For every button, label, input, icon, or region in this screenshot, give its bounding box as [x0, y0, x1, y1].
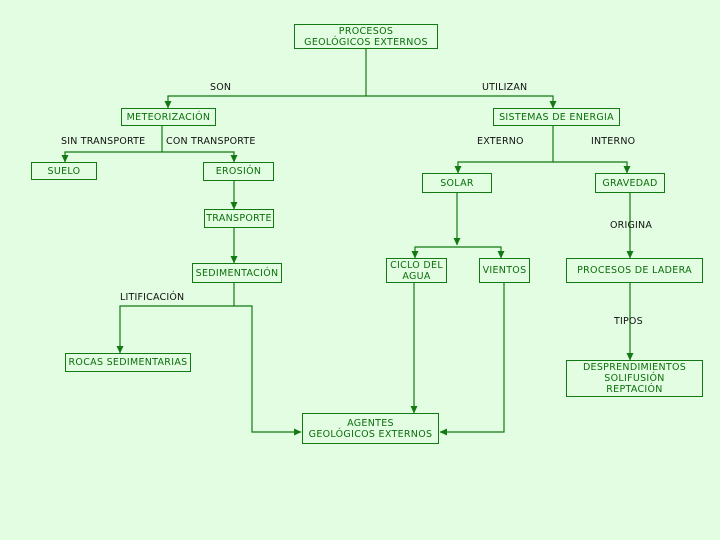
node-text-line: PROCESOS [338, 25, 394, 37]
edge-label-son: SON [210, 82, 232, 93]
connector-solar-vientos [457, 246, 505, 259]
connector-sin-transporte [61, 151, 162, 163]
edge-label-sin-transporte: SIN TRANSPORTE [61, 136, 146, 147]
node-transporte: TRANSPORTE [204, 209, 274, 228]
node-text-line: SISTEMAS DE ENERGIA [499, 111, 614, 123]
connector-son [164, 95, 366, 109]
connector-externo [454, 161, 553, 174]
node-text-line: SUELO [47, 165, 81, 177]
edge-label-tipos: TIPOS [614, 316, 643, 327]
edge-label-litificacion: LITIFICACIÓN [120, 292, 185, 303]
node-text-line: CICLO DEL [390, 259, 443, 271]
node-ciclo-del-agua: CICLO DEL AGUA [386, 258, 447, 283]
node-suelo: SUELO [31, 162, 97, 180]
node-text-line: METEORIZACIÓN [126, 111, 211, 123]
node-erosion: EROSIÓN [203, 162, 274, 181]
node-desprendimientos-solifusion-reptacion: DESPRENDIMIENTOS SOLIFUSIÓN REPTACIÓN [566, 360, 703, 397]
node-text-line: GRAVEDAD [602, 177, 658, 189]
connector-utilizan [366, 95, 557, 109]
node-rocas-sedimentarias: ROCAS SEDIMENTARIAS [65, 353, 191, 372]
connector-solar-ciclo [411, 246, 457, 259]
connector-sedimentacion-agentes [234, 305, 302, 436]
node-sedimentacion: SEDIMENTACIÓN [192, 263, 282, 283]
node-gravedad: GRAVEDAD [595, 173, 665, 193]
node-text-line: GEOLÓGICOS EXTERNOS [308, 428, 433, 440]
node-procesos-geologicos-externos: PROCESOS GEOLÓGICOS EXTERNOS [294, 24, 438, 49]
edge-label-con-transporte: CON TRANSPORTE [166, 136, 256, 147]
edge-label-origina: ORIGINA [610, 220, 653, 231]
connector-interno [553, 161, 631, 174]
connector-con-transporte [162, 151, 238, 163]
node-text-line: DESPRENDIMIENTOS [582, 362, 687, 373]
node-text-line: AGUA [402, 270, 431, 282]
node-text-line: SOLIFUSIÓN [604, 373, 665, 384]
node-meteorizacion: METEORIZACIÓN [121, 108, 216, 126]
node-text-line: REPTACIÓN [606, 384, 663, 395]
node-agentes-geologicos-externos: AGENTES GEOLÓGICOS EXTERNOS [302, 413, 439, 444]
connector-litificacion [116, 305, 234, 354]
node-text-line: SEDIMENTACIÓN [195, 267, 279, 279]
node-text-line: ROCAS SEDIMENTARIAS [68, 357, 188, 368]
node-text-line: TRANSPORTE [206, 213, 272, 224]
node-text-line: VIENTOS [482, 265, 527, 276]
node-procesos-de-ladera: PROCESOS DE LADERA [566, 258, 703, 283]
node-sistemas-de-energia: SISTEMAS DE ENERGIA [493, 108, 620, 126]
node-text-line: SOLAR [440, 177, 474, 189]
edge-label-interno: INTERNO [591, 136, 636, 147]
node-solar: SOLAR [422, 173, 492, 193]
node-vientos: VIENTOS [479, 258, 530, 283]
edge-label-utilizan: UTILIZAN [482, 82, 528, 93]
connector-vientos-agentes [439, 283, 505, 436]
node-text-line: PROCESOS DE LADERA [577, 265, 692, 276]
node-text-line: EROSIÓN [215, 166, 262, 177]
node-text-line: AGENTES [347, 417, 394, 429]
node-text-line: GEOLÓGICOS EXTERNOS [304, 36, 428, 48]
edge-label-externo: EXTERNO [477, 136, 524, 147]
